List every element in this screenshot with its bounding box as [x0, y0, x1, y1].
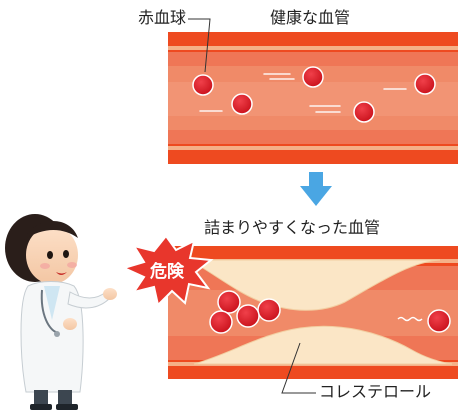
plaque-top — [188, 259, 441, 311]
doctor-figure — [5, 214, 117, 410]
blood-cell — [236, 304, 260, 328]
blood-cell — [427, 309, 451, 333]
clogged-vessel-label: 詰まりやすくなった血管 — [204, 218, 381, 237]
blood-cell — [209, 310, 233, 334]
blood-cell — [257, 298, 281, 322]
blood-cell — [414, 73, 436, 95]
red-blood-cells — [192, 66, 436, 123]
healthy-vessel — [168, 32, 458, 164]
flow-streaks — [199, 73, 407, 113]
danger-burst-icon — [121, 234, 214, 307]
red-blood-cells-clogged — [209, 290, 451, 334]
cholesterol-leader-line — [281, 342, 316, 394]
flow-squiggle — [397, 316, 423, 322]
plaque-bottom — [193, 325, 453, 365]
blood-cell — [302, 66, 324, 88]
rbc-leader-line — [188, 18, 211, 73]
healthy-vessel-label: 健康な血管 — [270, 8, 351, 27]
blood-cell — [231, 93, 253, 115]
red-blood-cell-label: 赤血球 — [138, 8, 187, 27]
blood-cell — [192, 74, 214, 96]
danger-badge-text: 危険 — [149, 261, 185, 282]
blood-cell — [217, 290, 241, 314]
down-arrow-icon — [300, 172, 332, 206]
blood-cell — [353, 101, 375, 123]
clogged-vessel — [168, 246, 458, 379]
cholesterol-label: コレステロール — [319, 382, 432, 401]
